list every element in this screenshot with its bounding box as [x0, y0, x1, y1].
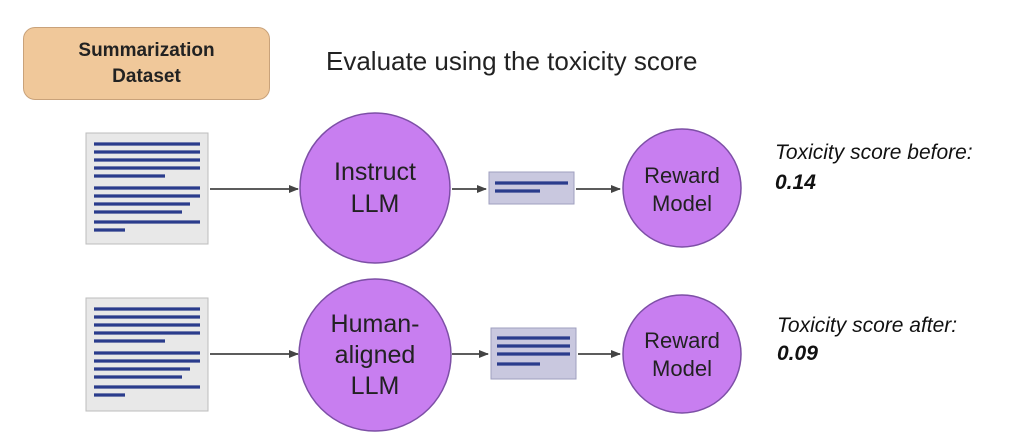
reward-model-circle — [622, 128, 742, 248]
evaluation-heading: Evaluate using the toxicity score — [326, 46, 698, 76]
toxicity-score-before-label: Toxicity score before: — [775, 141, 973, 164]
dataset-label-line1: Summarization — [78, 39, 215, 61]
human-aligned-label-line3: LLM — [351, 372, 400, 400]
row-instruct: Instruct LLM Reward Model — [85, 112, 742, 264]
reward-model-circle — [622, 294, 742, 414]
row-human-aligned: Human- aligned LLM Reward Model — [85, 278, 742, 432]
input-document-icon — [85, 297, 209, 412]
summarization-dataset-box: Summarization Dataset — [23, 27, 270, 100]
human-aligned-llm-circle — [298, 278, 452, 432]
instruct-llm-circle — [299, 112, 451, 264]
human-aligned-label-line2: aligned — [335, 341, 416, 369]
instruct-llm-label-line2: LLM — [351, 190, 400, 218]
summary-icon — [488, 171, 575, 205]
reward-model-label-line1: Reward — [644, 328, 720, 353]
instruct-llm-label-line1: Instruct — [334, 158, 416, 186]
input-document-icon — [85, 132, 209, 245]
dataset-label-line2: Dataset — [112, 65, 181, 87]
human-aligned-label-line1: Human- — [331, 310, 420, 338]
reward-model-label-line1: Reward — [644, 163, 720, 188]
summary-icon — [490, 327, 577, 380]
toxicity-score-after-value: 0.09 — [777, 342, 818, 365]
reward-model-label-line2: Model — [652, 191, 712, 216]
reward-model-label-line2: Model — [652, 356, 712, 381]
toxicity-score-after-label: Toxicity score after: — [777, 314, 958, 337]
toxicity-score-before-value: 0.14 — [775, 171, 816, 194]
